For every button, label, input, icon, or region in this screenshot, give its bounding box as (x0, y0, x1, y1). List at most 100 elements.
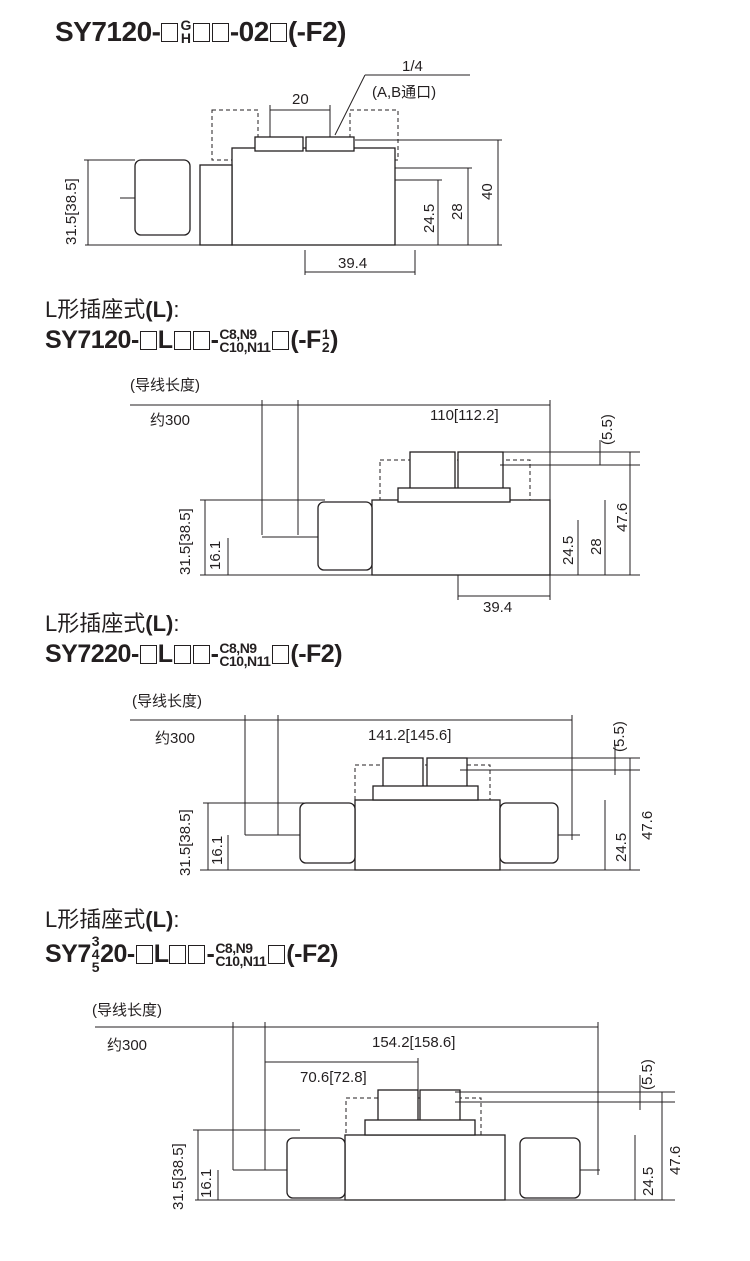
title-text: SY7 (45, 940, 91, 968)
valve-drawing-2: (导线长度) 约300 110[112.2] (5.5) 47.6 28 24.… (130, 377, 640, 616)
dim-5-5: (5.5) (639, 1059, 656, 1090)
title-text: L (157, 326, 173, 354)
dim-39-4: 39.4 (338, 255, 367, 272)
section-header-4: L形插座式(L): (45, 902, 179, 934)
code-box (188, 945, 206, 964)
header-colon: : (173, 297, 180, 322)
code-box (161, 22, 179, 42)
title-text: (-F2) (287, 16, 347, 47)
code-box (272, 645, 290, 664)
dim-length: 154.2[158.6] (372, 1034, 455, 1051)
option: C10,N11 (219, 338, 271, 355)
code-box (192, 645, 210, 664)
port-size: 1/4 (402, 58, 423, 75)
option: 1 (321, 325, 330, 342)
option: 5 (91, 959, 100, 975)
code-box (268, 945, 286, 964)
title-text: L (153, 940, 169, 968)
lead-approx: 约300 (107, 1037, 147, 1054)
header-colon: : (173, 611, 180, 636)
dim-28: 28 (449, 203, 466, 220)
code-box (269, 22, 287, 42)
title-text: - (206, 940, 215, 968)
title-text: L (157, 640, 173, 668)
dim-24-5: 24.5 (560, 536, 577, 565)
header-colon: : (173, 907, 180, 932)
lead-approx: 约300 (150, 412, 190, 429)
dim-20: 20 (292, 91, 309, 108)
header-code: (L) (145, 907, 174, 932)
code-box (192, 22, 210, 42)
title-text: ) (330, 326, 338, 354)
code-box (139, 645, 157, 664)
option-h: H (180, 30, 191, 46)
dim-40: 40 (479, 183, 496, 200)
valve-drawing-3: (导线长度) 约300 141.2[145.6] (5.5) 47.6 24.5… (130, 693, 656, 876)
option-g: G (180, 17, 191, 33)
title-text: (-F (290, 326, 321, 354)
title-text: - (210, 640, 219, 668)
code-box (169, 945, 187, 964)
valve-drawing-1: 20 1/4 (A,B通口) 31.5[38.5] 24.5 28 40 39.… (63, 58, 502, 275)
dim-5-5: (5.5) (599, 414, 616, 445)
code-box (211, 22, 229, 42)
dim-47-6: 47.6 (639, 811, 656, 840)
code-box (173, 331, 191, 350)
title-text: -02 (229, 16, 269, 47)
dim-39-4: 39.4 (483, 599, 512, 616)
option: C8,N9 (219, 639, 257, 656)
code-box (139, 331, 157, 350)
dim-47-6: 47.6 (614, 503, 631, 532)
dim-31-5: 31.5[38.5] (177, 809, 194, 876)
code-box (272, 331, 290, 350)
option: C10,N11 (215, 952, 267, 969)
option: C8,N9 (215, 939, 253, 956)
dim-47-6: 47.6 (667, 1146, 684, 1175)
dim-length-2: 70.6[72.8] (300, 1069, 367, 1086)
title-text: SY7120- (55, 16, 161, 47)
valve-drawing-4: (导线长度) 约300 154.2[158.6] 70.6[72.8] (5.5… (92, 1002, 684, 1210)
dim-16-1: 16.1 (207, 541, 224, 570)
dim-28: 28 (588, 538, 605, 555)
header-code: (L) (145, 297, 174, 322)
dim-length: 110[112.2] (430, 407, 499, 424)
option: 4 (91, 946, 100, 962)
lead-length-label: (导线长度) (130, 377, 200, 394)
dim-24-5: 24.5 (421, 204, 438, 233)
code-box (135, 945, 153, 964)
title-text: SY7220- (45, 640, 139, 668)
lead-approx: 约300 (155, 730, 195, 747)
section-header-2: L形插座式(L): (45, 292, 179, 324)
dim-31-5: 31.5[38.5] (177, 508, 194, 575)
section-header-3: L形插座式(L): (45, 606, 179, 638)
code-box (173, 645, 191, 664)
port-label: (A,B通口) (372, 84, 436, 101)
option: C8,N9 (219, 325, 257, 342)
dim-31-5: 31.5[38.5] (170, 1143, 187, 1210)
dim-16-1: 16.1 (198, 1169, 215, 1198)
title-text: - (210, 326, 219, 354)
header-code: (L) (145, 611, 174, 636)
header-text: L形插座式 (45, 907, 146, 932)
dim-5-5: (5.5) (611, 721, 628, 752)
code-box (192, 331, 210, 350)
option: 2 (321, 338, 330, 355)
header-text: L形插座式 (45, 297, 146, 322)
title-text: SY7120- (45, 326, 139, 354)
option: C10,N11 (219, 652, 271, 669)
lead-length-label: (导线长度) (92, 1002, 162, 1019)
header-text: L形插座式 (45, 611, 146, 636)
title-text: (-F2) (290, 640, 343, 668)
lead-length-label: (导线长度) (132, 693, 202, 710)
